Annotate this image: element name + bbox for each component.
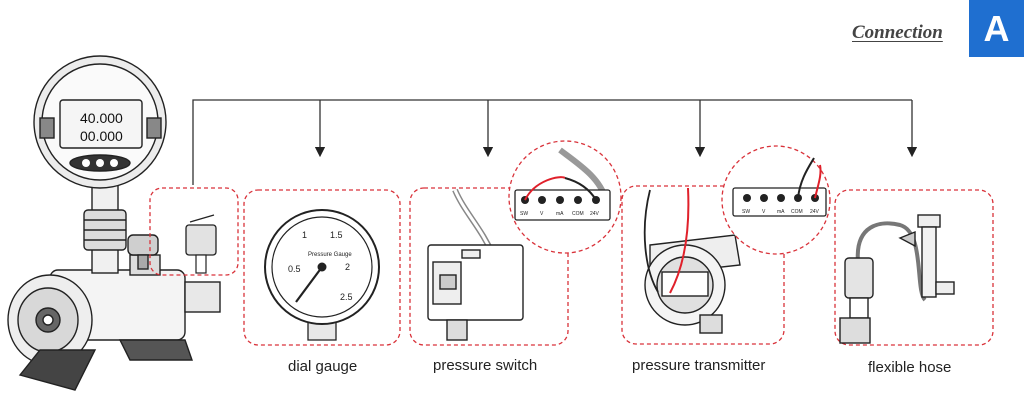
- distribution-lines: [192, 99, 918, 185]
- terminal-label: COM: [572, 211, 584, 217]
- caption-pressure-transmitter: pressure transmitter: [632, 357, 766, 374]
- gauge-tick: 1.5: [330, 230, 343, 240]
- pressure-transmitter: [643, 187, 741, 334]
- terminal-label: 24V: [590, 211, 600, 217]
- terminal-label: COM: [791, 209, 803, 215]
- flexible-hose-frame: [834, 189, 994, 346]
- pressure-calibrator: [7, 55, 221, 391]
- flexible-hose: [839, 214, 955, 344]
- calibrator-reading-bottom: 00.000: [80, 128, 123, 144]
- fitting-frame: [149, 187, 239, 276]
- switch-terminal-zoom: [508, 140, 622, 254]
- caption-flexible-hose: flexible hose: [868, 359, 952, 376]
- terminal-label: mA: [777, 209, 785, 215]
- transmitter-terminal-labels: SW V mA COM 24V: [742, 209, 820, 215]
- terminal-label: mA: [556, 211, 564, 217]
- gauge-tick: 2.5: [340, 292, 353, 302]
- caption-dial-gauge: dial gauge: [288, 358, 358, 375]
- gauge-tick: 0.5: [288, 264, 301, 274]
- pressure-switch: [427, 188, 524, 341]
- gauge-label: Pressure Gauge: [308, 252, 352, 258]
- caption-pressure-switch: pressure switch: [433, 357, 538, 374]
- pressure-transmitter-frame: [621, 185, 785, 345]
- calibrator-reading-top: 40.000: [80, 110, 123, 126]
- terminal-label: SW: [520, 211, 528, 217]
- switch-terminal-labels: SW V mA COM 24V: [520, 211, 600, 217]
- terminal-label: 24V: [810, 209, 820, 215]
- page-title: Connection: [852, 22, 943, 43]
- pressure-switch-frame: [409, 187, 569, 346]
- transmitter-terminal-zoom: [721, 145, 831, 255]
- dial-gauge: [264, 209, 380, 341]
- gauge-tick: 2: [345, 262, 350, 272]
- section-badge: A: [969, 0, 1024, 57]
- gauge-tick: 1: [302, 230, 307, 240]
- terminal-label: V: [762, 209, 766, 215]
- terminal-label: V: [540, 211, 544, 217]
- terminal-label: SW: [742, 209, 750, 215]
- dial-gauge-frame: [243, 189, 401, 346]
